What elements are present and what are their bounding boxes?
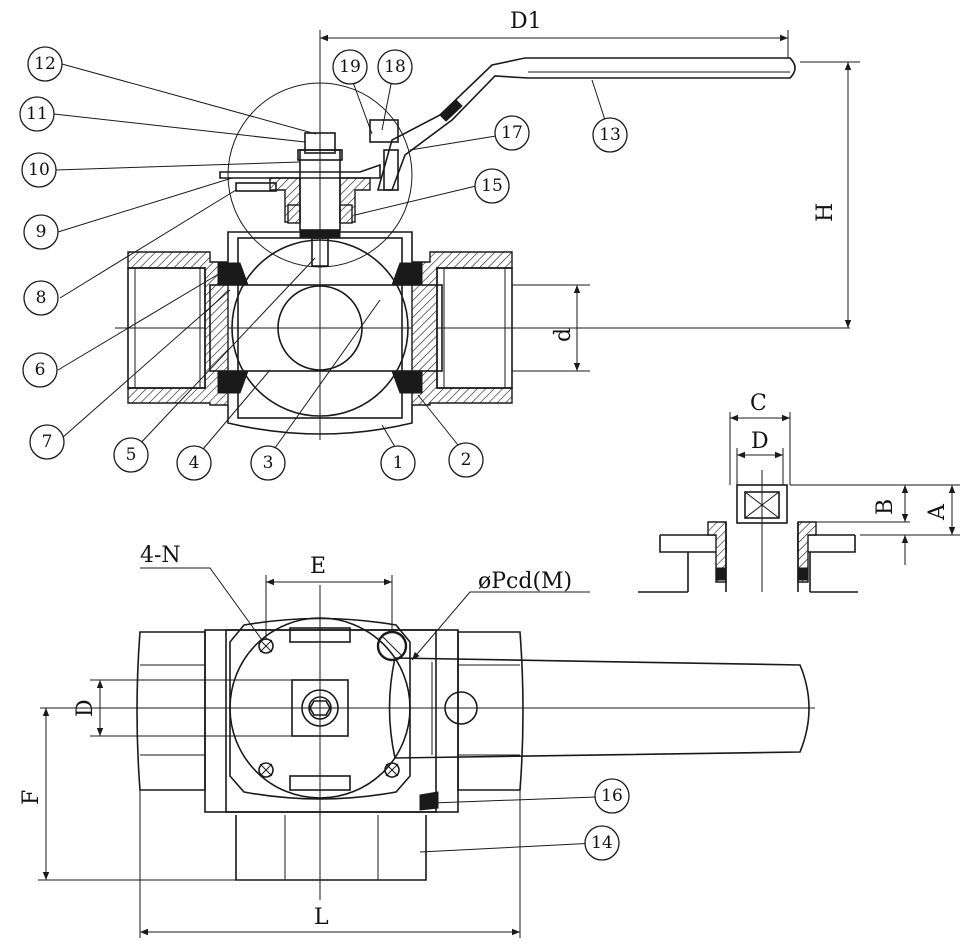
- svg-text:14: 14: [591, 833, 613, 853]
- bubble-16: 16: [594, 778, 630, 814]
- detail-view: C D B A: [638, 391, 960, 593]
- top-handle: [388, 657, 810, 759]
- packing-left: [287, 204, 301, 224]
- detail-stem-square: [736, 484, 788, 524]
- bolt-holes: [258, 630, 408, 778]
- handle-lever: [376, 57, 796, 191]
- lock-pin: [383, 149, 399, 191]
- ball: [231, 239, 409, 417]
- bubble-18: 18: [377, 49, 413, 85]
- bubble-6: 6: [22, 352, 58, 388]
- seat-left-top: [217, 262, 249, 286]
- right-hex-end: [457, 631, 524, 791]
- top-pad-circle: [227, 82, 413, 268]
- stem-square: [291, 679, 349, 737]
- bottom-hex-end: [235, 815, 427, 881]
- detail-flange: [659, 534, 856, 592]
- top-body-inner: [225, 629, 437, 813]
- svg-text:4: 4: [189, 453, 200, 473]
- top-pad: [229, 617, 411, 800]
- svg-text:1: 1: [393, 453, 404, 473]
- packing-right: [339, 204, 353, 224]
- bubble-11: 11: [19, 96, 55, 132]
- stop-plate: [235, 182, 277, 192]
- svg-text:18: 18: [384, 57, 406, 77]
- dim-d1-label: D1: [510, 9, 542, 34]
- handle-plate: [219, 163, 381, 179]
- dim-f-label: F: [19, 790, 44, 805]
- svg-text:9: 9: [36, 222, 47, 242]
- stem-washer: [297, 149, 343, 161]
- dim-b-label: B: [873, 499, 898, 515]
- bubble-13: 13: [592, 117, 628, 153]
- svg-text:19: 19: [339, 57, 361, 77]
- detail-square-inner: [744, 491, 780, 519]
- bubble-2: 2: [448, 442, 484, 478]
- svg-text:6: 6: [35, 360, 46, 380]
- handle-rivet: [444, 691, 478, 725]
- seat-left-bottom: [217, 370, 249, 394]
- bubble-17: 17: [494, 115, 530, 151]
- bubble-15: 15: [474, 168, 510, 204]
- flow-passage: [209, 284, 443, 372]
- bubble-3: 3: [250, 445, 286, 481]
- dim-a-label: A: [925, 503, 950, 521]
- dim-c-label: C: [750, 391, 767, 416]
- svg-text:7: 7: [42, 432, 53, 452]
- svg-text:10: 10: [28, 160, 50, 180]
- stem-nut: [304, 132, 336, 154]
- bubble-12: 12: [27, 46, 63, 82]
- bubble-7: 7: [29, 424, 65, 460]
- dim-d-side-label: D: [73, 699, 98, 717]
- seat-right-top: [391, 262, 423, 286]
- bubble-9: 9: [23, 214, 59, 250]
- top-view: E 4-N øPcd(M) D F L 16 14: [19, 543, 815, 938]
- pad-slot-bottom: [289, 775, 351, 791]
- svg-text:13: 13: [599, 125, 621, 145]
- bubble-4: 4: [176, 445, 212, 481]
- svg-text:8: 8: [36, 288, 47, 308]
- pad-slot-top: [289, 627, 351, 643]
- handle-grip: [439, 99, 463, 122]
- right-bore: [436, 267, 513, 389]
- body-bottom: [227, 405, 413, 435]
- bubble-14: 14: [584, 825, 620, 861]
- svg-text:5: 5: [126, 445, 137, 465]
- svg-text:2: 2: [461, 450, 472, 470]
- part-16-weld: [419, 791, 439, 811]
- left-hex-end: [136, 631, 206, 791]
- svg-text:17: 17: [501, 123, 523, 143]
- svg-text:16: 16: [601, 786, 623, 806]
- dim-l-label: L: [314, 905, 329, 930]
- section-view: D1 H d 12: [19, 9, 860, 481]
- dim-h-label: H: [813, 203, 838, 222]
- svg-text:11: 11: [26, 104, 48, 124]
- svg-text:12: 12: [34, 54, 56, 74]
- bubble-1: 1: [380, 445, 416, 481]
- thrust-washer: [299, 229, 341, 239]
- part-leaders: [53, 63, 606, 456]
- bubble-8: 8: [23, 280, 59, 316]
- svg-text:3: 3: [263, 453, 274, 473]
- svg-text:15: 15: [481, 176, 503, 196]
- bubble-10: 10: [21, 152, 57, 188]
- dim-n-label: 4-N: [140, 543, 181, 568]
- dim-d-label: d: [551, 328, 576, 342]
- dim-pcd-label: øPcd(M): [478, 569, 572, 594]
- seat-right-bottom: [391, 370, 423, 394]
- dim-d-top-label: D: [751, 429, 769, 454]
- stem-tang: [311, 237, 329, 267]
- bubble-5: 5: [113, 437, 149, 473]
- ball-port: [277, 285, 363, 371]
- bubble-19: 19: [332, 49, 368, 85]
- dim-e-label: E: [310, 554, 326, 579]
